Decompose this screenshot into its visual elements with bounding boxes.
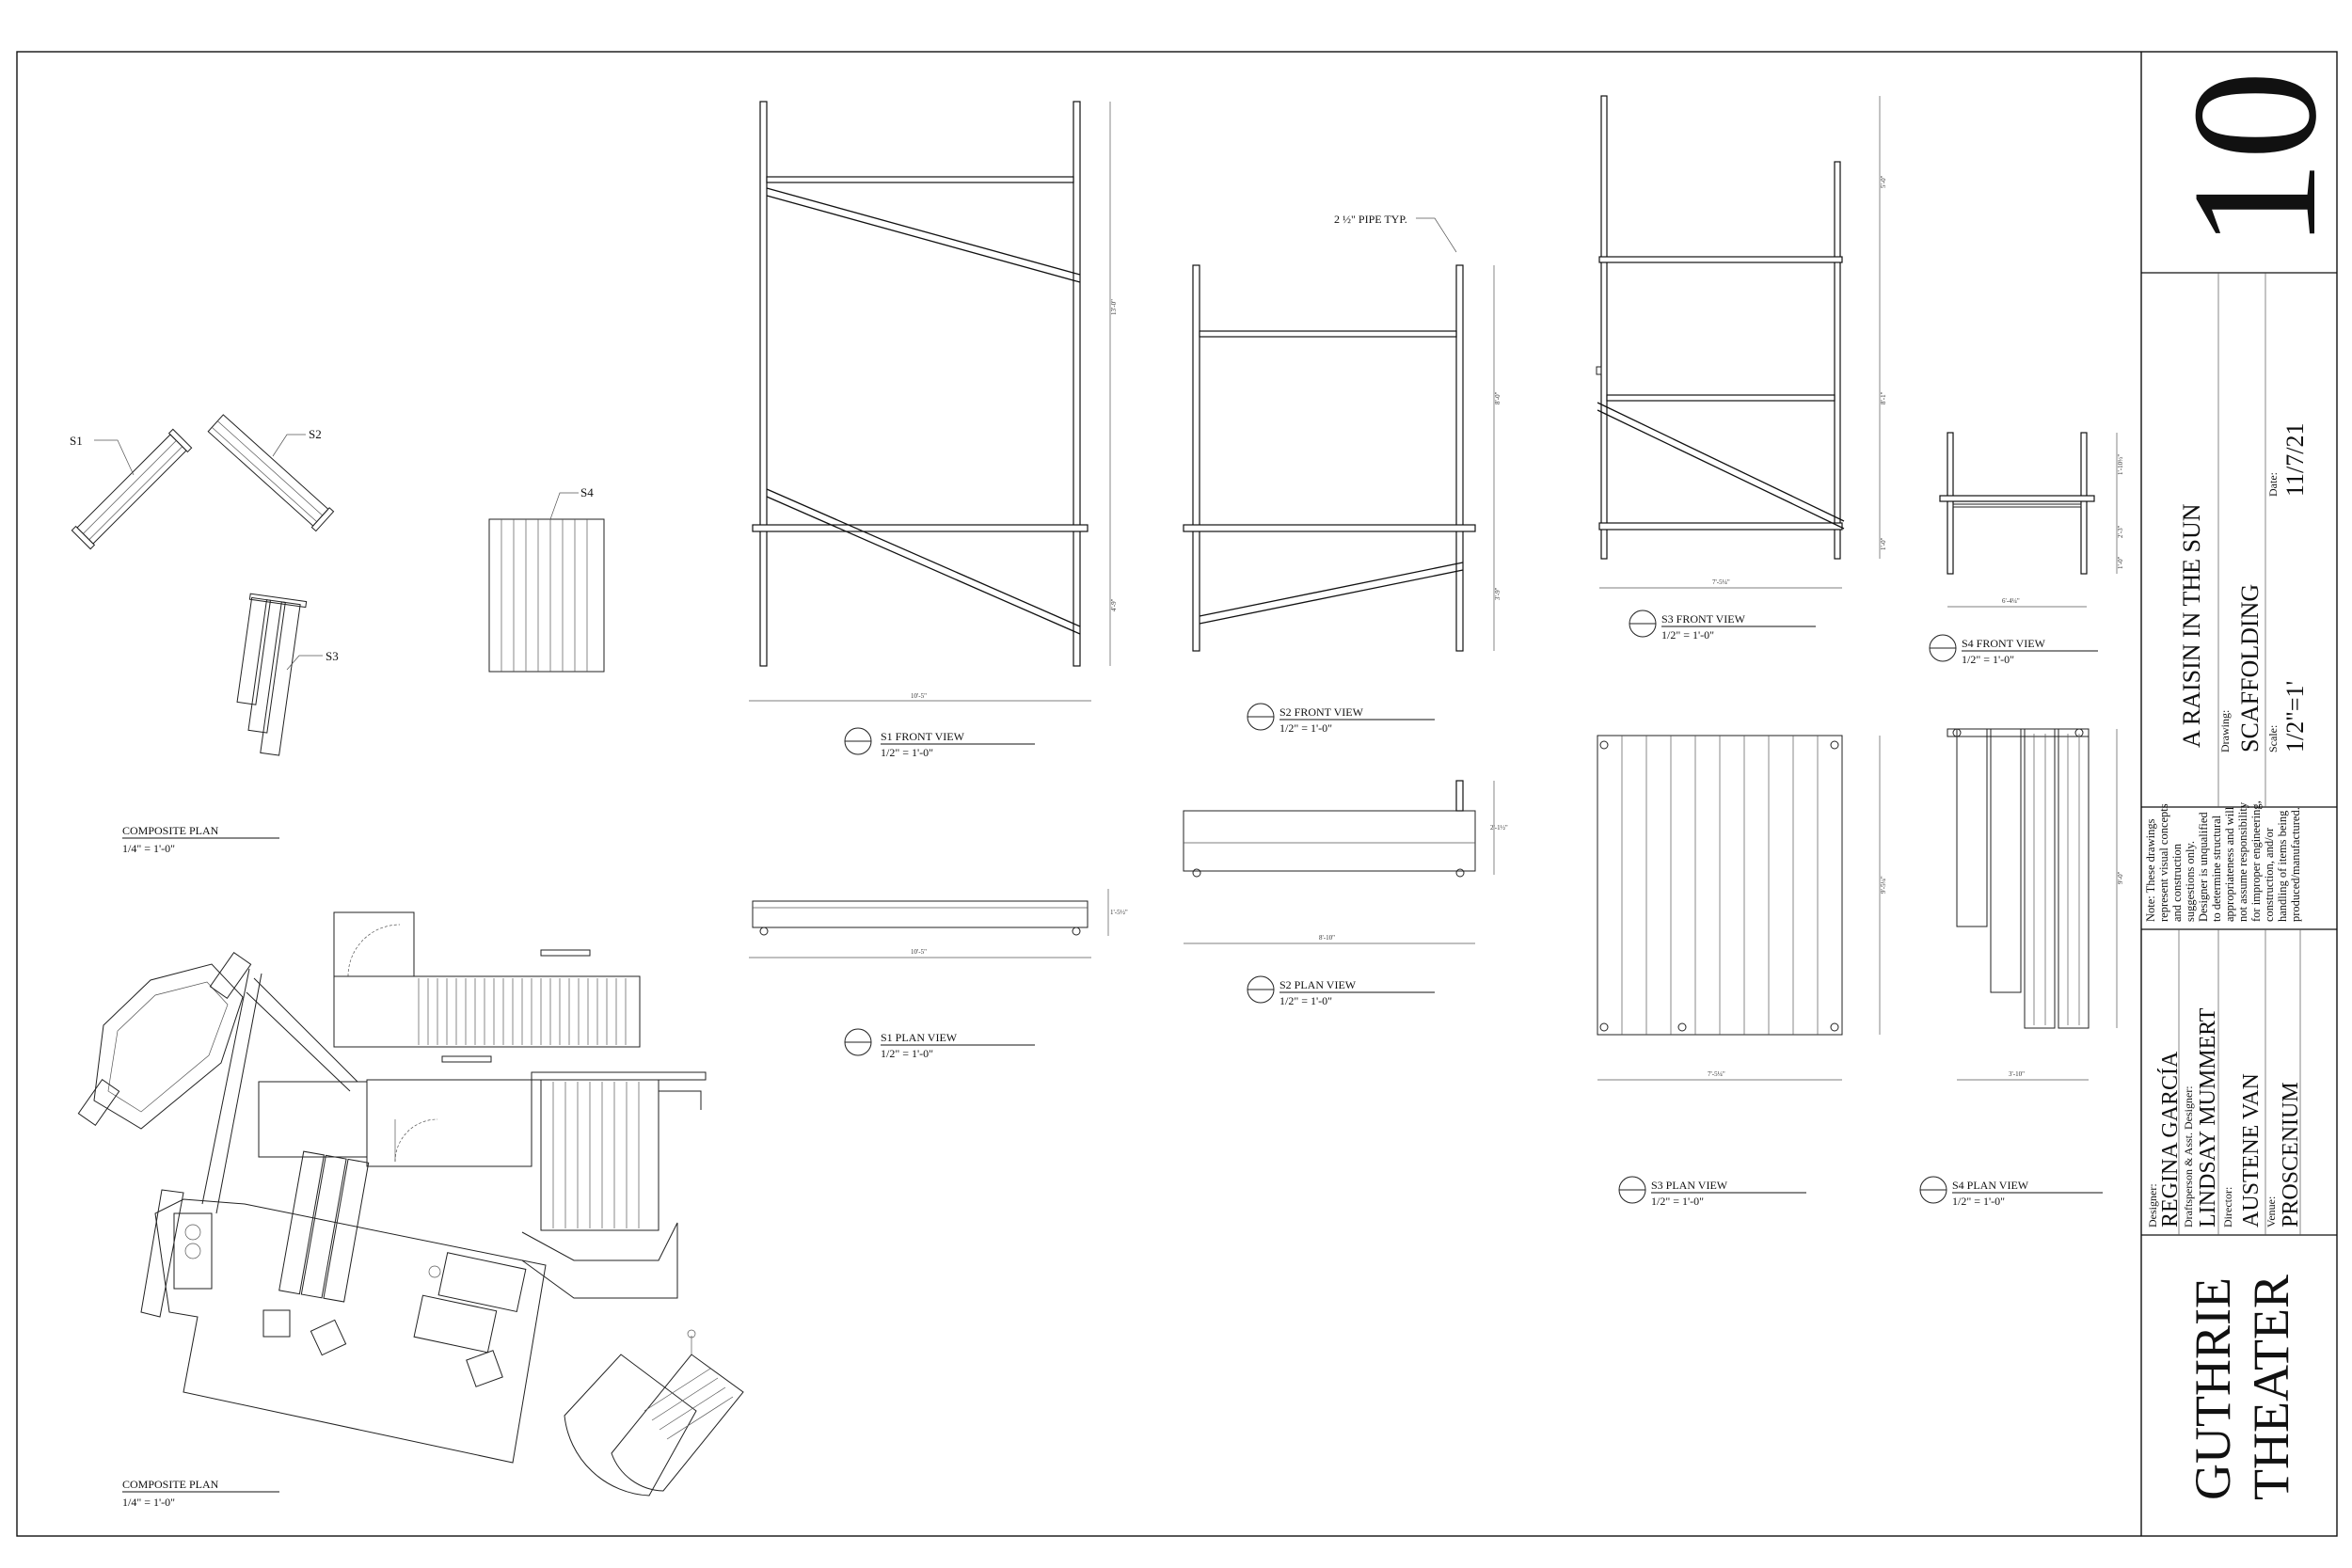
s3-front-view: 5'-0" 8'-1" 1'-0" 7'-5¼" S3 FRONT VIEW 1… <box>1596 95 1887 641</box>
s4-plan-view: 9'-0" 3'-10" S4 PLAN VIEW 1/2" = 1'-0" <box>1919 728 2124 1208</box>
upper-stair-treads <box>418 978 627 1045</box>
s2-plan-view: 2'-1½" 8'-10" S2 PLAN VIEW 1/2" = 1'-0" <box>1183 780 1508 1007</box>
s4-front-title: S4 FRONT VIEW <box>1962 637 2046 650</box>
note-line: and construction <box>2170 843 2184 922</box>
title-block: 10 A RAISIN IN THE SUN Drawing: SCAFFOLD… <box>2141 71 2352 1500</box>
director-label: Director: <box>2221 1187 2234 1227</box>
s1-front-h-lower: 4'-9" <box>1110 598 1118 611</box>
note-line: not assume responsibility <box>2236 801 2249 922</box>
s1-front-h-total: 13'-0" <box>1110 299 1118 315</box>
note-line: appropriateness and will <box>2223 806 2236 922</box>
s1-plan-view: 1'-5½" 10'-5" S1 PLAN VIEW 1/2" = 1'-0" <box>749 889 1128 1060</box>
disclaimer-note: Note: These drawings represent visual co… <box>2144 800 2302 922</box>
drawing-name: SCAFFOLDING <box>2236 584 2264 752</box>
s2-front-h-upper: 8'-0" <box>1494 391 1502 404</box>
s2-front-view: 2 ½" PIPE TYP. 8'-0" 3'-9" S2 FRONT VIEW… <box>1183 213 1502 735</box>
s4-front-view: 1'-10½" 2'-3" 1'-0" 6'-4¼" S4 FRONT VIEW… <box>1929 432 2124 666</box>
note-line: represent visual concepts <box>2157 803 2170 922</box>
note-line: for improper engineering, <box>2249 800 2263 922</box>
note-line: construction, and/or <box>2263 827 2276 922</box>
note-line: suggestions only. <box>2184 841 2197 922</box>
s4-plan-width: 3'-10" <box>2009 1070 2025 1078</box>
s3-plan-title: S3 PLAN VIEW <box>1651 1179 1728 1192</box>
s4-front-width: 6'-4¼" <box>2002 597 2020 605</box>
composite-plan-top-scale: 1/4" = 1'-0" <box>122 842 175 855</box>
s1-front-scale: 1/2" = 1'-0" <box>881 746 933 759</box>
s4-front-scale: 1/2" = 1'-0" <box>1962 653 2014 666</box>
s3-plan-scale: 1/2" = 1'-0" <box>1651 1195 1704 1208</box>
s1-front-view: 13'-0" 4'-9" 10'-5" S1 FRONT VIEW 1/2" =… <box>749 101 1118 759</box>
s3-front-h-top: 5'-0" <box>1880 175 1887 188</box>
s4-plan-depth: 9'-0" <box>2117 871 2124 884</box>
composite-s4-unit <box>488 518 605 673</box>
composite-plan-bottom-scale: 1/4" = 1'-0" <box>122 1496 175 1509</box>
s3-plan-view: 9'-5¼" 7'-5¼" S3 PLAN VIEW 1/2" = 1'-0" <box>1597 735 1887 1208</box>
sheet-number: 10 <box>2156 71 2352 249</box>
scale-value: 1/2"=1' <box>2281 681 2309 752</box>
s2-plan-scale: 1/2" = 1'-0" <box>1279 994 1332 1007</box>
callout-s3: S3 <box>326 649 339 663</box>
plan-s3-stack <box>278 1150 370 1303</box>
s3-plan-depth: 9'-5¼" <box>1880 876 1887 894</box>
s2-front-scale: 1/2" = 1'-0" <box>1279 721 1332 735</box>
composite-plan-bottom-title: COMPOSITE PLAN <box>122 1478 219 1491</box>
pipe-callout: 2 ½" PIPE TYP. <box>1334 213 1407 226</box>
s3-plan-boards <box>1621 736 1819 1035</box>
production-title: A RAISIN IN THE SUN <box>2178 503 2205 748</box>
s3-front-title: S3 FRONT VIEW <box>1661 612 1746 626</box>
s3-front-h-low: 1'-0" <box>1880 537 1887 550</box>
composite-s1-unit <box>71 428 193 550</box>
s2-front-h-lower: 3'-9" <box>1494 587 1502 600</box>
venue-label: Venue: <box>2265 1196 2278 1227</box>
s1-plan-scale: 1/2" = 1'-0" <box>881 1047 933 1060</box>
s2-plan-title: S2 PLAN VIEW <box>1279 978 1357 991</box>
s4-plan-title: S4 PLAN VIEW <box>1952 1179 2029 1192</box>
callout-s1: S1 <box>70 434 83 448</box>
scale-label: Scale: <box>2266 725 2280 752</box>
designer-name: REGINA GARCÍA <box>2158 1051 2183 1227</box>
s3-plan-width: 7'-5¼" <box>1708 1070 1725 1078</box>
asst-designer-name: LINDSAY MUMMERT <box>2196 1007 2220 1227</box>
note-line: Designer is unqualified <box>2197 812 2210 922</box>
designer-label: Designer: <box>2146 1183 2159 1227</box>
note-line: to determine structural <box>2210 815 2223 922</box>
asst-designer-label: Draftsperson & Asst. Designer: <box>2182 1085 2195 1227</box>
s2-plan-width: 8'-10" <box>1319 934 1335 942</box>
s4-front-h-top: 1'-10½" <box>2117 454 2124 475</box>
callout-s2: S2 <box>309 427 322 441</box>
s1-front-width: 10'-5" <box>911 692 927 700</box>
s1-front-title: S1 FRONT VIEW <box>881 730 965 743</box>
date-label: Date: <box>2266 472 2280 497</box>
note-line: handling of items being <box>2276 810 2289 922</box>
director-name: AUSTENE VAN <box>2239 1073 2264 1227</box>
drawing-label: Drawing: <box>2218 710 2232 752</box>
s3-front-h-mid: 8'-1" <box>1880 391 1887 404</box>
note-line: produced/manufactured. <box>2289 807 2302 922</box>
s1-plan-depth: 1'-5½" <box>1110 909 1128 916</box>
theater-name-line2: THEATER <box>2243 1275 2299 1500</box>
composite-plan-bottom: COMPOSITE PLAN 1/4" = 1'-0" <box>77 911 744 1509</box>
s2-front-title: S2 FRONT VIEW <box>1279 705 1364 719</box>
lower-stair-treads <box>644 1368 734 1440</box>
s1-plan-width: 10'-5" <box>911 948 927 956</box>
venue-name: PROSCENIUM <box>2279 1082 2303 1227</box>
composite-plan-top: S1 S2 S3 S4 COMPOSITE PLAN 1/4" = 1'-0" <box>70 414 605 855</box>
right-stair-treads <box>552 1082 640 1228</box>
s2-plan-depth: 2'-1½" <box>1490 824 1508 832</box>
theater-name-line1: GUTHRIE <box>2185 1277 2241 1500</box>
composite-s3-unit <box>236 593 308 756</box>
s4-front-h-mid: 2'-3" <box>2117 525 2124 538</box>
note-line: Note: These drawings <box>2144 818 2157 922</box>
s1-plan-title: S1 PLAN VIEW <box>881 1031 958 1044</box>
s3-front-width: 7'-5¼" <box>1712 578 1730 586</box>
date-value: 11/7/21 <box>2281 423 2309 497</box>
composite-s2-unit <box>207 414 335 532</box>
s3-front-scale: 1/2" = 1'-0" <box>1661 628 1714 641</box>
s4-plan-scale: 1/2" = 1'-0" <box>1952 1195 2005 1208</box>
sheet-border <box>16 51 2338 1537</box>
s4-front-h-low: 1'-0" <box>2117 556 2124 569</box>
composite-plan-top-title: COMPOSITE PLAN <box>122 824 219 837</box>
callout-s4: S4 <box>580 485 594 499</box>
